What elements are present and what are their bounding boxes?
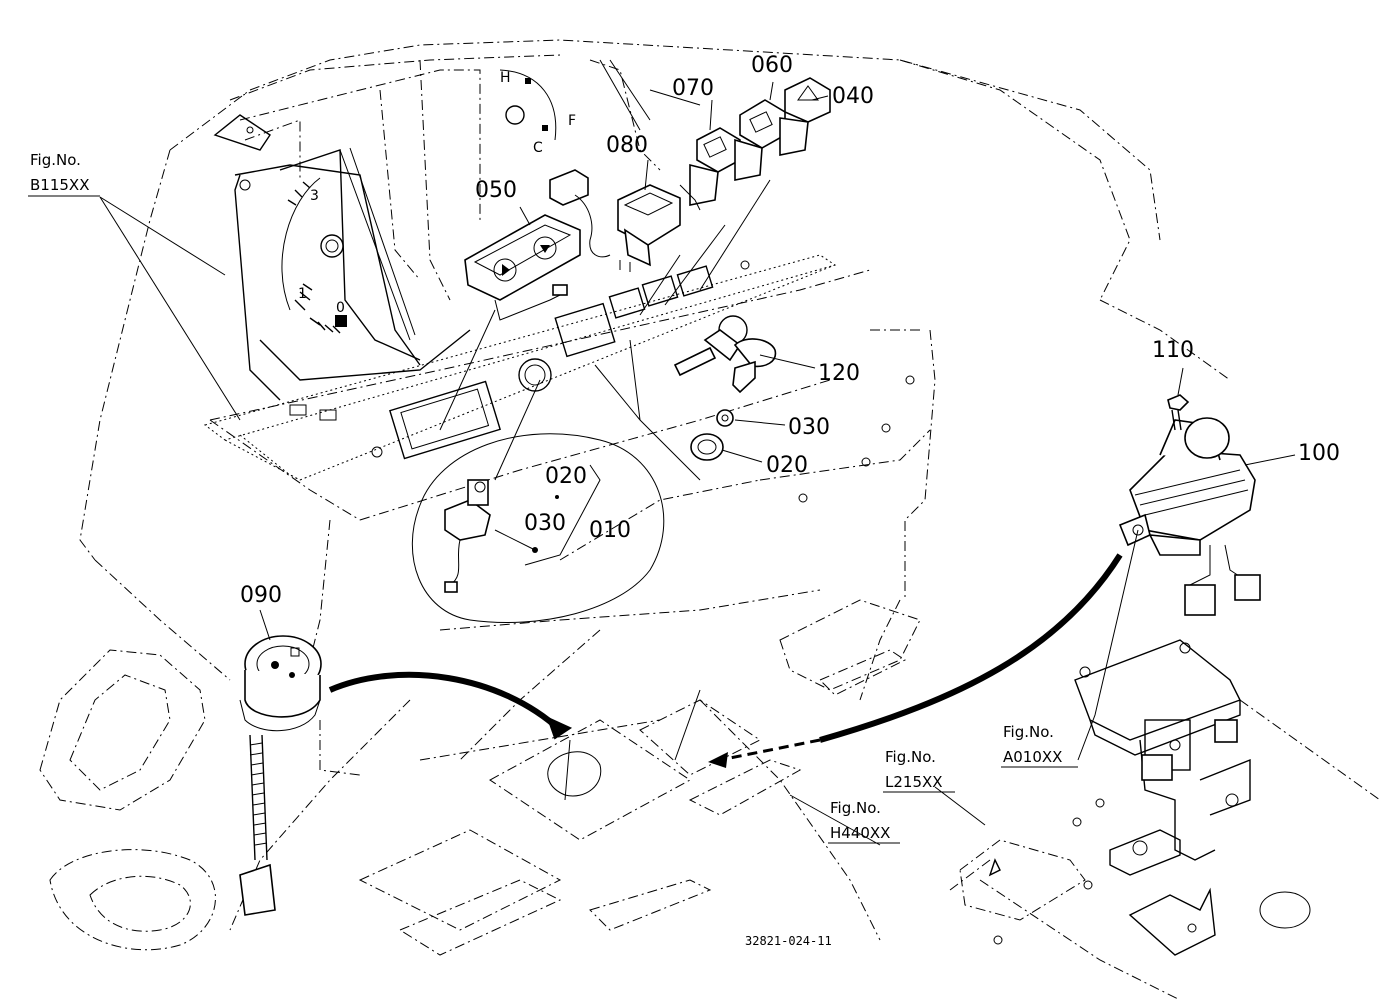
bushing-020: [690, 433, 724, 461]
part-label-020-bushing: 020: [766, 453, 808, 478]
bolt-110: [1167, 394, 1190, 431]
gauge-1-label: 1: [298, 286, 307, 302]
part-label-050: 050: [475, 178, 517, 203]
part-label-030-nut: 030: [788, 415, 830, 440]
part-labels: 040 060 070 080 050 120 030 020 020 030 …: [240, 53, 1340, 608]
figure-references: Fig.No. B115XX Fig.No. A010XX Fig.No. L2…: [28, 151, 1078, 844]
figref-b115-code: B115XX: [30, 176, 89, 194]
part-label-090: 090: [240, 583, 282, 608]
part-label-080: 080: [606, 133, 648, 158]
switch-040: [779, 77, 831, 156]
part-label-030-callout: 030: [524, 511, 566, 536]
figref-b115-title: Fig.No.: [30, 151, 81, 169]
figref-a010-title: Fig.No.: [1003, 723, 1054, 741]
drawing-number: 32821-024-11: [745, 934, 832, 948]
part-label-120: 120: [818, 361, 860, 386]
figref-h440-title: Fig.No.: [830, 799, 881, 817]
figref-h440-code: H440XX: [830, 824, 890, 842]
part-label-010: 010: [589, 518, 631, 543]
key-set-120: [673, 315, 777, 394]
nut-030: [716, 409, 734, 427]
part-label-040: 040: [832, 84, 874, 109]
part-label-060: 060: [751, 53, 793, 78]
instrument-cluster: 3 1 0 H F C: [213, 59, 701, 421]
part-label-110: 110: [1152, 338, 1194, 363]
key-switch-callout: [411, 433, 665, 623]
switch-panel: [203, 254, 915, 503]
part-label-070: 070: [672, 76, 714, 101]
part-label-020-callout: 020: [545, 464, 587, 489]
gauge-h-label: H: [500, 70, 511, 86]
cabin-background: [39, 39, 1380, 1001]
gauge-0-label: 0: [336, 300, 345, 316]
assembly-arrows: [328, 553, 1123, 801]
figref-l215-code: L215XX: [885, 773, 943, 791]
switch-070: [679, 127, 741, 211]
switch-080: [549, 169, 681, 272]
rotary-switch-090: [239, 635, 322, 916]
joystick-100: [1118, 417, 1261, 616]
part-label-100: 100: [1298, 441, 1340, 466]
gauge-f-label: F: [568, 113, 576, 129]
leader-lines: [99, 81, 1296, 846]
switch-050: [464, 214, 581, 321]
switch-060: [734, 99, 786, 181]
gauge-c-label: C: [533, 140, 543, 156]
mount-bracket: [988, 639, 1311, 956]
figref-a010-code: A010XX: [1003, 748, 1062, 766]
gauge-3-label: 3: [310, 188, 319, 204]
figref-l215-title: Fig.No.: [885, 748, 936, 766]
